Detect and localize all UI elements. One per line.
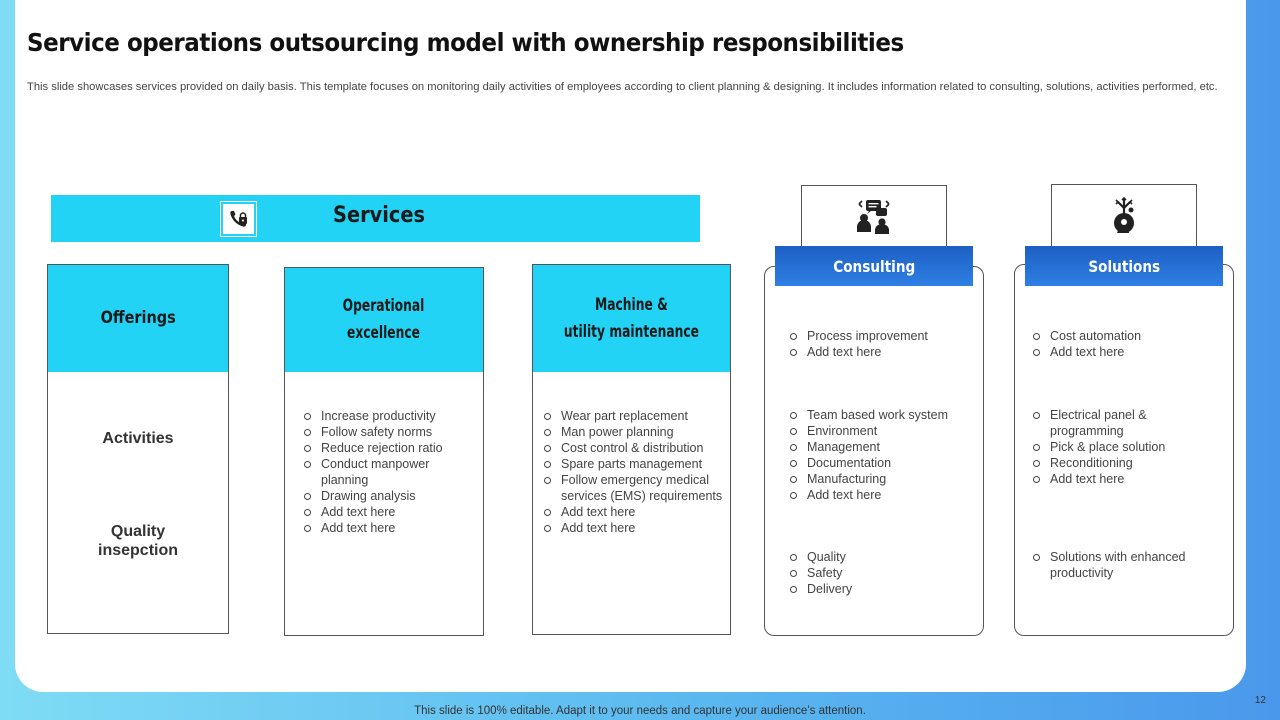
list-item: Add text here <box>789 487 979 503</box>
list-item: Wear part replacement <box>543 408 729 424</box>
list-item: Safety <box>789 565 979 581</box>
list-item: Solutions with enhanced productivity <box>1032 549 1202 581</box>
list-item: Conduct manpower planning <box>303 456 443 488</box>
machine-column: Machine &utility maintenance Wear part r… <box>532 264 731 635</box>
solutions-list-3: Solutions with enhanced productivity <box>1032 549 1202 581</box>
list-item: Quality <box>789 549 979 565</box>
list-item: Process improvement <box>789 328 979 344</box>
list-item: Documentation <box>789 455 979 471</box>
consulting-list-2: Team based work system Environment Manag… <box>789 407 979 503</box>
list-item: Add text here <box>543 520 729 536</box>
list-item: Add text here <box>303 520 478 536</box>
list-item: Pick & place solution <box>1032 439 1192 455</box>
list-item: Man power planning <box>543 424 729 440</box>
list-item: Management <box>789 439 979 455</box>
consulting-icon-box <box>801 185 947 248</box>
page-number: 12 <box>1254 695 1266 706</box>
footer-note: This slide is 100% editable. Adapt it to… <box>414 705 866 717</box>
solutions-header: Solutions <box>1025 246 1223 286</box>
list-item: Reduce rejection ratio <box>303 440 478 456</box>
list-item: Spare parts management <box>543 456 729 472</box>
list-item: Cost automation <box>1032 328 1230 344</box>
page-subtitle: This slide showcases services provided o… <box>27 81 1218 93</box>
services-label: Services <box>333 203 426 228</box>
list-item: Add text here <box>543 504 729 520</box>
list-item: Follow emergency medical services (EMS) … <box>543 472 729 504</box>
solutions-list-1: Cost automation Add text here <box>1032 328 1230 360</box>
consulting-header: Consulting <box>775 246 973 286</box>
consulting-card: Process improvement Add text here Team b… <box>764 266 984 636</box>
machine-list: Wear part replacement Man power planning… <box>543 408 729 536</box>
solution-head-icon <box>1114 196 1134 233</box>
list-item: Manufacturing <box>789 471 979 487</box>
consulting-list-1: Process improvement Add text here <box>789 328 979 360</box>
machine-header: Machine &utility maintenance <box>533 265 730 372</box>
list-item: Reconditioning <box>1032 455 1192 471</box>
list-item: Delivery <box>789 581 979 597</box>
list-item: Follow safety norms <box>303 424 478 440</box>
consulting-list-3: Quality Safety Delivery <box>789 549 979 597</box>
list-item: Add text here <box>1032 344 1230 360</box>
page-title: Service operations outsourcing model wit… <box>27 28 904 57</box>
list-item: Add text here <box>1032 471 1192 487</box>
operational-list: Increase productivity Follow safety norm… <box>303 408 478 536</box>
list-item: Add text here <box>789 344 979 360</box>
solutions-list-2: Electrical panel & programming Pick & pl… <box>1032 407 1192 487</box>
offerings-column: Offerings Activities Quality insepction <box>47 264 229 634</box>
solutions-card: Cost automation Add text here Electrical… <box>1014 264 1234 636</box>
list-item: Drawing analysis <box>303 488 478 504</box>
offerings-header: Offerings <box>48 265 228 372</box>
consulting-people-icon <box>857 199 890 234</box>
list-item: Team based work system <box>789 407 979 423</box>
list-item: Increase productivity <box>303 408 478 424</box>
offerings-quality: Quality insepction <box>98 523 179 559</box>
list-item: Add text here <box>303 504 478 520</box>
list-item: Electrical panel & programming <box>1032 407 1172 439</box>
offerings-activities: Activities <box>102 430 174 447</box>
services-banner: Services <box>51 195 700 242</box>
solutions-icon-box <box>1051 184 1197 248</box>
list-item: Environment <box>789 423 979 439</box>
phone-lock-icon <box>220 201 257 237</box>
list-item: Cost control & distribution <box>543 440 729 456</box>
